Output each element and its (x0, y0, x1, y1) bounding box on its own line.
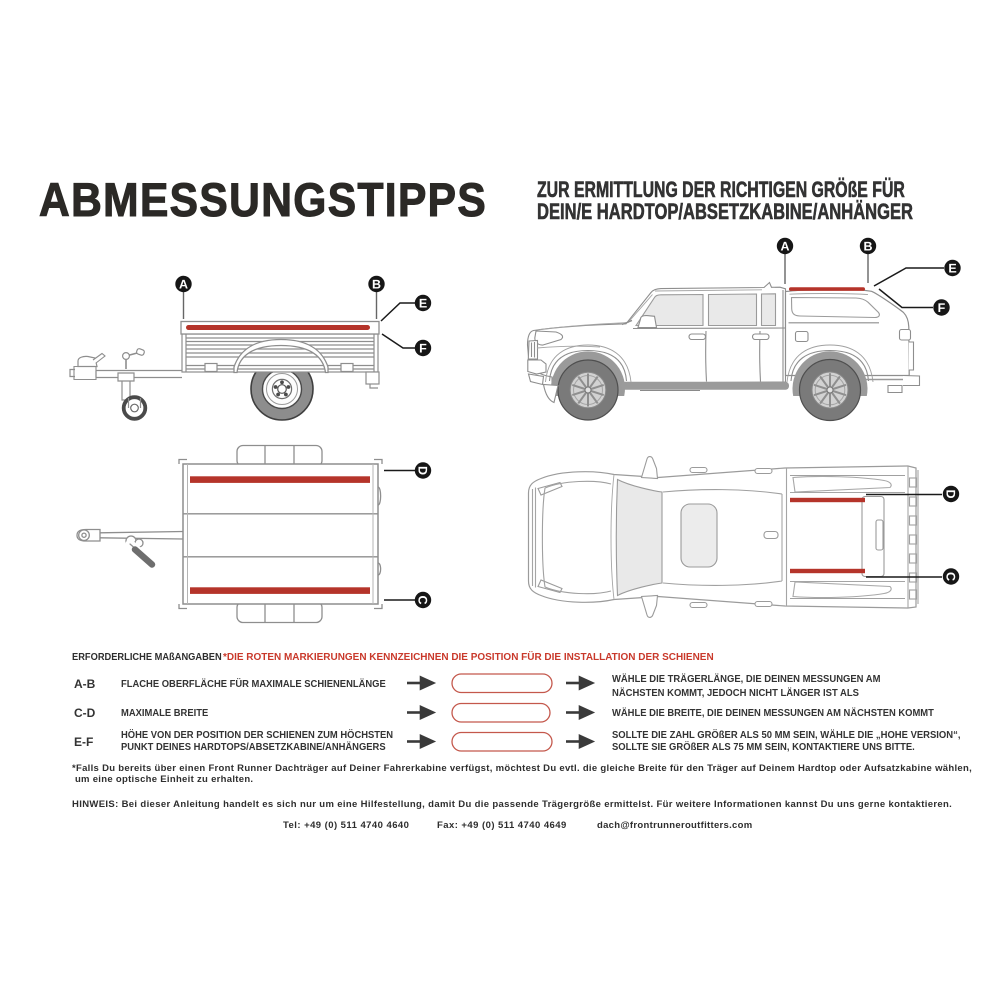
svg-text:E: E (419, 296, 427, 310)
svg-text:D: D (944, 489, 958, 498)
svg-text:C: C (416, 595, 430, 604)
svg-text:B: B (863, 239, 872, 253)
svg-text:F: F (938, 301, 946, 315)
svg-text:D: D (416, 466, 430, 475)
svg-text:C: C (944, 572, 958, 581)
svg-text:B: B (372, 277, 381, 291)
svg-text:A: A (780, 239, 789, 253)
svg-text:A: A (179, 277, 188, 291)
svg-text:F: F (419, 341, 427, 355)
svg-text:E: E (948, 261, 956, 275)
